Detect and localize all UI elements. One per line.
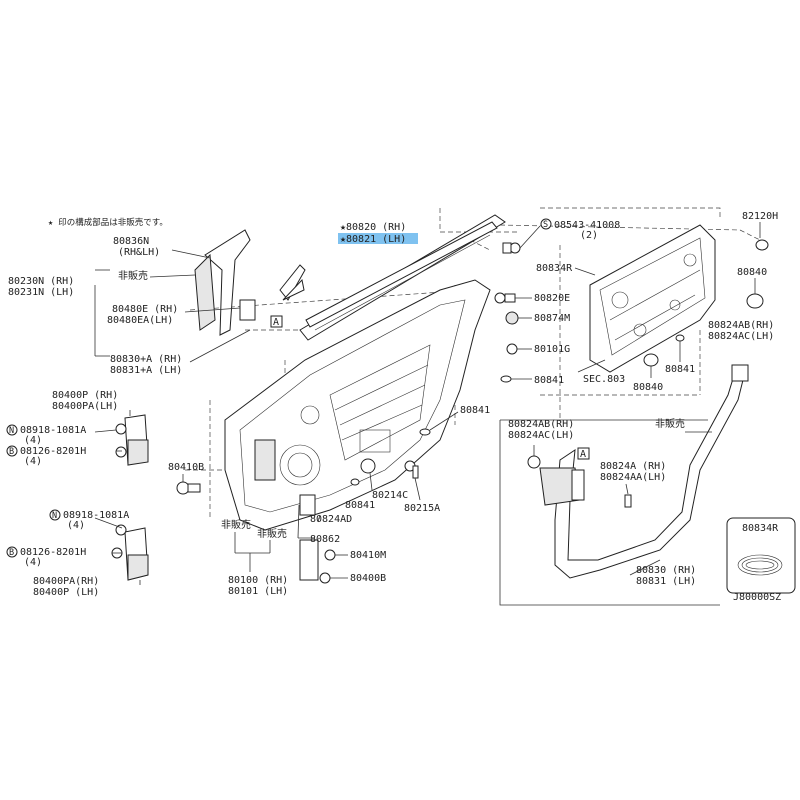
circ-n-1-label: N xyxy=(9,426,14,436)
grommet-82120h xyxy=(755,239,769,251)
callout-sec803: SEC.803 xyxy=(583,374,625,385)
callout-80841-2: 80841 xyxy=(665,364,695,375)
callout-80231n: 80231N (LH) xyxy=(8,287,74,298)
callout-80824ac-1: 80824AC(LH) xyxy=(708,331,774,342)
circ-n-2-label: N xyxy=(52,511,57,521)
reference-code: J80000SZ xyxy=(733,592,781,603)
ref-box-a2 xyxy=(577,447,590,460)
callout-08126-1q: (4) xyxy=(24,456,42,467)
ref-a1-label: A xyxy=(273,317,279,328)
callout-80834r-inset: 80834R xyxy=(742,523,779,534)
callout-82120h: 82120H xyxy=(742,211,778,222)
fastener-parts xyxy=(350,242,521,486)
callout-08918-1q: (4) xyxy=(24,435,42,446)
callout-08918-2q: (4) xyxy=(67,520,85,531)
callout-80101: 80101 (LH) xyxy=(228,586,288,597)
callout-80410b: 80410B xyxy=(168,462,204,473)
callout-80830a: 80830+A (RH) xyxy=(110,354,182,365)
inner-panel-part xyxy=(589,224,716,373)
callout-80874m: 80874M xyxy=(534,313,570,324)
callout-80862: 80862 xyxy=(310,534,340,545)
callout-80100: 80100 (RH) xyxy=(228,575,288,586)
callout-80824ac-2: 80824AC(LH) xyxy=(508,430,574,441)
plug-80840-r xyxy=(746,293,764,309)
callout-80480e: 80480E (RH) xyxy=(112,304,178,315)
callout-80831a: 80831+A (LH) xyxy=(110,365,182,376)
circ-s-label: S xyxy=(543,220,548,230)
callout-80830: 80830 (RH) xyxy=(636,565,696,576)
window-molding-part xyxy=(299,214,506,341)
inset-box xyxy=(726,517,796,594)
callout-80834r-top: 80834R xyxy=(536,263,573,274)
callout-80821: ★80821 (LH) xyxy=(340,234,406,245)
callout-80841-1: 80841 xyxy=(534,375,564,386)
hinge-parts xyxy=(111,414,336,584)
callout-80400pa-b: 80400PA(RH) xyxy=(33,576,99,587)
callout-80824ab-2: 80824AB(RH) xyxy=(508,419,574,430)
callout-hihanbai-3: 非販売 xyxy=(257,527,287,540)
callout-80824aa: 80824AA(LH) xyxy=(600,472,666,483)
sash-parts xyxy=(194,229,306,336)
callout-08543-qty: (2) xyxy=(580,230,598,241)
callout-80410m: 80410M xyxy=(350,550,386,561)
callout-80230n: 80230N (RH) xyxy=(8,276,74,287)
circ-b-1-label: B xyxy=(9,447,14,457)
callout-80215a: 80215A xyxy=(404,503,440,514)
circ-b-2 xyxy=(6,546,18,558)
callout-80841-3: 80841 xyxy=(460,405,490,416)
callout-08126-1: 08126-8201H xyxy=(20,446,86,457)
right-section-frame xyxy=(499,420,720,606)
callout-08918-2: 08918-1081A xyxy=(63,510,129,521)
callout-08543: 08543-41008 xyxy=(554,220,620,231)
callout-08126-2q: (4) xyxy=(24,557,42,568)
callout-08918-1: 08918-1081A xyxy=(20,425,86,436)
callout-80836n: 80836N xyxy=(113,236,149,247)
plug-80841-c xyxy=(675,334,685,342)
circ-b-2-label: B xyxy=(9,548,14,558)
note-text: ★ 印の構成部品は非販売です。 xyxy=(48,217,168,228)
callout-80400p: 80400P (RH) xyxy=(52,390,118,401)
callout-80824ab-1: 80824AB(RH) xyxy=(708,320,774,331)
plug-80840-c xyxy=(643,353,659,367)
callout-80841-4: 80841 xyxy=(345,500,375,511)
ref-box-a1 xyxy=(270,315,283,328)
callout-80820: ★80820 (RH) xyxy=(340,222,406,233)
callout-80400p-b: 80400P (LH) xyxy=(33,587,99,598)
callout-80836n-sub: (RH&LH) xyxy=(118,247,160,258)
circ-s xyxy=(540,218,552,230)
callout-80101g: 80101G xyxy=(534,344,570,355)
ref-a2-label: A xyxy=(580,449,586,460)
highlight-80821 xyxy=(338,233,418,244)
callout-80840-c: 80840 xyxy=(633,382,663,393)
callout-80824ad: 80824AD xyxy=(310,514,352,525)
circ-b-1 xyxy=(6,445,18,457)
callout-hihanbai-2: 非販売 xyxy=(221,518,251,531)
circ-n-1 xyxy=(6,424,18,436)
callout-80831: 80831 (LH) xyxy=(636,576,696,587)
callout-80480ea: 80480EA(LH) xyxy=(107,315,173,326)
callout-hihanbai-1: 非販売 xyxy=(118,269,148,282)
callout-80824a: 80824A (RH) xyxy=(600,461,666,472)
callout-80400b: 80400B xyxy=(350,573,386,584)
callout-80840-r: 80840 xyxy=(737,267,767,278)
circ-n-2 xyxy=(49,509,61,521)
callout-hihanbai-4: 非販売 xyxy=(655,417,685,430)
door-shell-part xyxy=(224,279,491,531)
callout-80214c: 80214C xyxy=(372,490,408,501)
weatherstrip-part xyxy=(527,364,749,579)
callout-80400pa: 80400PA(LH) xyxy=(52,401,118,412)
callout-80820e: 80820E xyxy=(534,293,570,304)
callout-08126-2: 08126-8201H xyxy=(20,547,86,558)
